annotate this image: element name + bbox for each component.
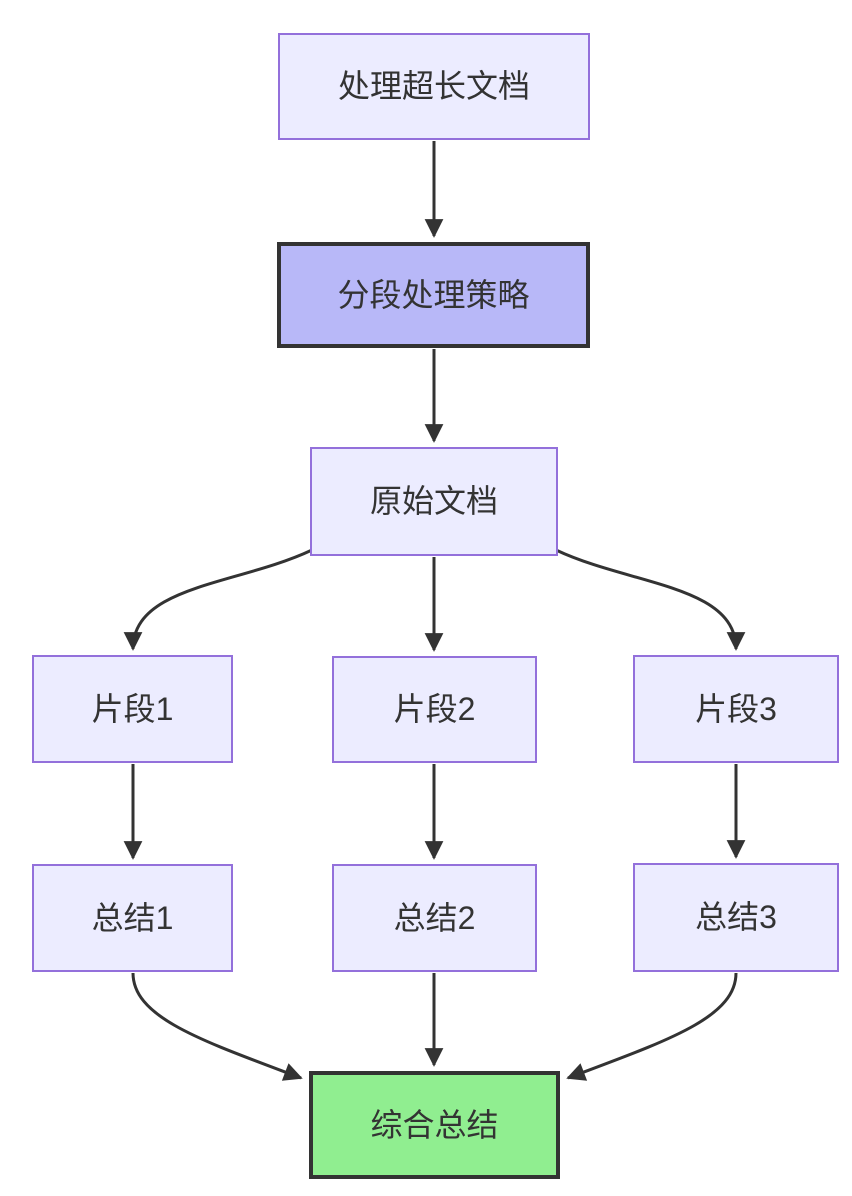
node-original-document: 原始文档 <box>310 447 558 556</box>
node-combined-summary: 综合总结 <box>309 1071 560 1179</box>
node-label: 片段1 <box>91 690 174 727</box>
node-summary-2: 总结2 <box>332 864 537 972</box>
edge-source-seg3 <box>555 548 746 651</box>
edge-sum1-final <box>131 972 303 1081</box>
node-summary-1: 总结1 <box>32 864 233 972</box>
edge-source-seg1 <box>123 548 313 651</box>
node-summary-3: 总结3 <box>633 863 839 972</box>
node-label: 原始文档 <box>369 483 498 520</box>
node-label: 总结1 <box>91 899 174 936</box>
node-segment-2: 片段2 <box>332 656 537 763</box>
node-label: 综合总结 <box>370 1106 499 1143</box>
node-label: 总结2 <box>393 899 476 936</box>
node-segmentation-strategy: 分段处理策略 <box>277 242 590 348</box>
node-segment-1: 片段1 <box>32 655 233 763</box>
node-label: 片段2 <box>393 691 476 728</box>
node-process-long-document: 处理超长文档 <box>278 33 590 140</box>
node-segment-3: 片段3 <box>633 655 839 763</box>
node-label: 处理超长文档 <box>337 68 530 105</box>
node-label: 分段处理策略 <box>337 276 530 313</box>
node-label: 总结3 <box>695 899 777 936</box>
edge-sum3-final <box>566 972 738 1081</box>
node-label: 片段3 <box>695 690 777 727</box>
